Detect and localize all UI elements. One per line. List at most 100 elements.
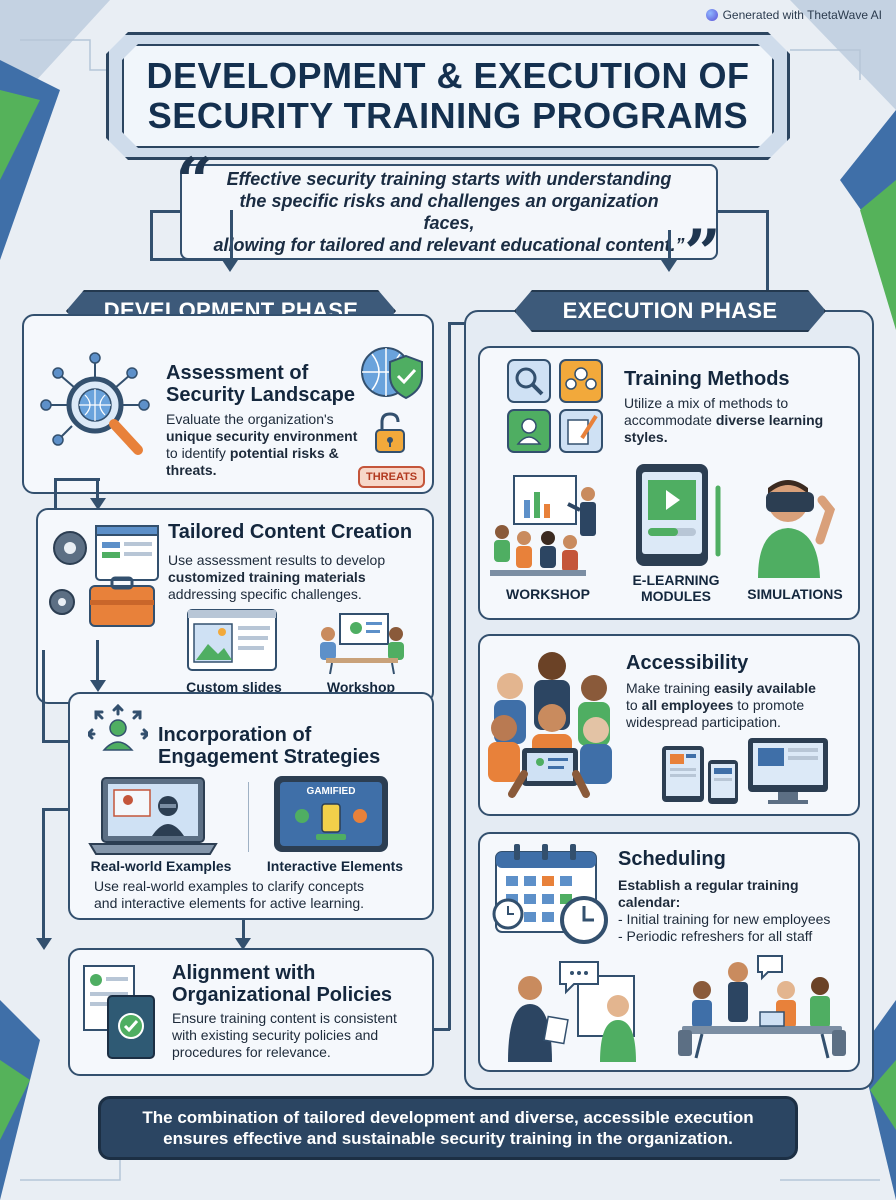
scheduling-description: Establish a regular training calendar: -…: [618, 877, 858, 945]
alignment-text-2: with existing security policies and: [172, 1027, 379, 1043]
vr-headset-person-icon: [758, 480, 836, 578]
engagement-description: Use real-world examples to clarify conce…: [94, 878, 414, 912]
close-quote-icon: ”: [684, 216, 721, 291]
methods-icon-grid: [507, 359, 603, 453]
assessment-description: Evaluate the organization's unique secur…: [166, 411, 386, 479]
accessibility-text-3: widespread participation.: [626, 714, 781, 730]
alignment-description: Ensure training content is consistent wi…: [172, 1010, 424, 1061]
scheduling-title: Scheduling: [618, 848, 726, 870]
scheduling-text-4: - Periodic refreshers for all staff: [618, 928, 813, 944]
padlock-icon: [375, 412, 405, 453]
engagement-title-line-1: Incorporation of: [158, 724, 312, 746]
connector-left: [230, 210, 233, 258]
accessibility-text-2a: to: [626, 697, 642, 713]
globe-shield-icon: [361, 347, 423, 400]
quote-line-1: Effective security training starts with …: [226, 169, 672, 189]
tailored-text-1: Use assessment results to develop: [168, 552, 386, 568]
elearning-tablet-icon: [636, 464, 721, 566]
title-line-2: SECURITY TRAINING PROGRAMS: [147, 95, 749, 136]
dev-connector-4v: [42, 650, 45, 742]
alignment-text-3: procedures for relevance.: [172, 1044, 331, 1060]
accessibility-text-2c: to promote: [733, 697, 805, 713]
assessment-text-2: unique security environment: [166, 428, 358, 444]
assessment-title: Assessment of Security Landscape: [166, 362, 355, 406]
engagement-title: Incorporation of Engagement Strategies: [158, 724, 380, 768]
real-world-examples-caption: Real-world Examples: [90, 858, 232, 874]
dev-connector-1v: [54, 478, 57, 508]
assessment-text-4: threats.: [166, 462, 217, 478]
cross-connector-h: [434, 1028, 450, 1031]
methods-text-2a: accommodate: [624, 412, 716, 428]
arrow-to-execution: [661, 260, 677, 272]
methods-text-2b: diverse learning: [715, 412, 824, 428]
scheduling-text-3: - Initial training for new employees: [618, 911, 831, 927]
connector-quote-right: [668, 230, 671, 260]
accessibility-description: Make training easily available to all em…: [626, 680, 850, 731]
simulations-caption: SIMULATIONS: [747, 586, 843, 602]
connector-quote-right-v: [766, 210, 769, 290]
connector-quote-left-v: [150, 210, 153, 260]
dev-connector-2v: [96, 480, 99, 500]
scheduling-text-2: calendar:: [618, 894, 681, 910]
alignment-title: Alignment with Organizational Policies: [172, 962, 392, 1006]
dev-connector-3: [96, 640, 99, 682]
open-quote-icon: “: [176, 144, 213, 219]
quote-text: Effective security training starts with …: [182, 168, 716, 256]
execution-phase-header: EXECUTION PHASE: [514, 290, 826, 332]
watermark-text: Generated with ThetaWave AI: [722, 8, 882, 22]
title-line-1: DEVELOPMENT & EXECUTION OF: [146, 55, 750, 96]
methods-text-3: styles.: [624, 429, 668, 445]
elearning-caption: E-LEARNING MODULES: [614, 572, 738, 604]
gamified-label: GAMIFIED: [306, 786, 356, 797]
accessibility-title: Accessibility: [626, 652, 749, 674]
cross-connector-top: [448, 322, 470, 325]
engagement-text-2: and interactive elements for active lear…: [94, 895, 365, 911]
connector-quote-left-h2: [150, 258, 232, 261]
theta-logo-icon: [705, 9, 718, 21]
engagement-title-line-2: Engagement Strategies: [158, 746, 381, 768]
assessment-text-3a: to identify: [166, 445, 230, 461]
arrow-to-tailored: [90, 498, 106, 510]
alignment-text-1: Ensure training content is consistent: [172, 1010, 397, 1026]
title-panel: DEVELOPMENT & EXECUTION OF SECURITY TRAI…: [122, 44, 774, 148]
summary-banner: The combination of tailored development …: [98, 1096, 798, 1160]
quote-line-2: the specific risks and challenges an org…: [239, 191, 659, 233]
methods-text-1: Utilize a mix of methods to: [624, 395, 789, 411]
alignment-title-line-2: Organizational Policies: [172, 984, 393, 1006]
assessment-title-line-1: Assessment of: [166, 362, 309, 384]
workshop-presenter-icon: [490, 475, 596, 576]
multi-device-icon: [662, 738, 828, 804]
gears-toolbox-icon: [49, 525, 159, 627]
arrow-left-down: [36, 938, 52, 950]
calendar-clock-icon: [492, 844, 608, 944]
custom-slides-caption: Custom slides: [186, 679, 282, 695]
connector-quote-right-h: [716, 210, 768, 213]
engagement-person-icon: [88, 704, 148, 751]
tailored-text-2: customized training materials: [168, 569, 366, 585]
engagement-divider: [248, 782, 249, 852]
tailored-description: Use assessment results to develop custom…: [168, 552, 418, 603]
arrow-to-alignment: [235, 938, 251, 950]
accessibility-text-2b: all employees: [641, 697, 734, 713]
training-methods-description: Utilize a mix of methods to accommodate …: [624, 395, 852, 446]
documents-book-icon: [83, 965, 155, 1059]
tailored-text-3: addressing specific challenges.: [168, 586, 362, 602]
accessibility-text-1a: Make training: [626, 680, 714, 696]
magnifier-network-icon: [40, 352, 150, 455]
interactive-elements-caption: Interactive Elements: [266, 858, 404, 874]
dev-connector-6v: [42, 808, 45, 940]
trainer-session-icon: [508, 961, 636, 1062]
connector-quote-left: [150, 210, 182, 213]
accessibility-text-1b: easily available: [713, 680, 816, 696]
quote-box: Effective security training starts with …: [180, 164, 718, 260]
elearning-caption-line-1: E-LEARNING: [632, 572, 720, 588]
assessment-title-line-2: Security Landscape: [166, 384, 355, 406]
workshop-method-caption: WORKSHOP: [506, 586, 590, 602]
engagement-text-1: Use real-world examples to clarify conce…: [94, 878, 364, 894]
dev-connector-5: [242, 918, 245, 940]
summary-line-1: The combination of tailored development …: [142, 1108, 754, 1127]
assessment-text-3b: potential risks &: [229, 445, 339, 461]
cross-connector-v: [448, 322, 451, 1030]
summary-line-2: ensures effective and sustainable securi…: [163, 1129, 733, 1148]
